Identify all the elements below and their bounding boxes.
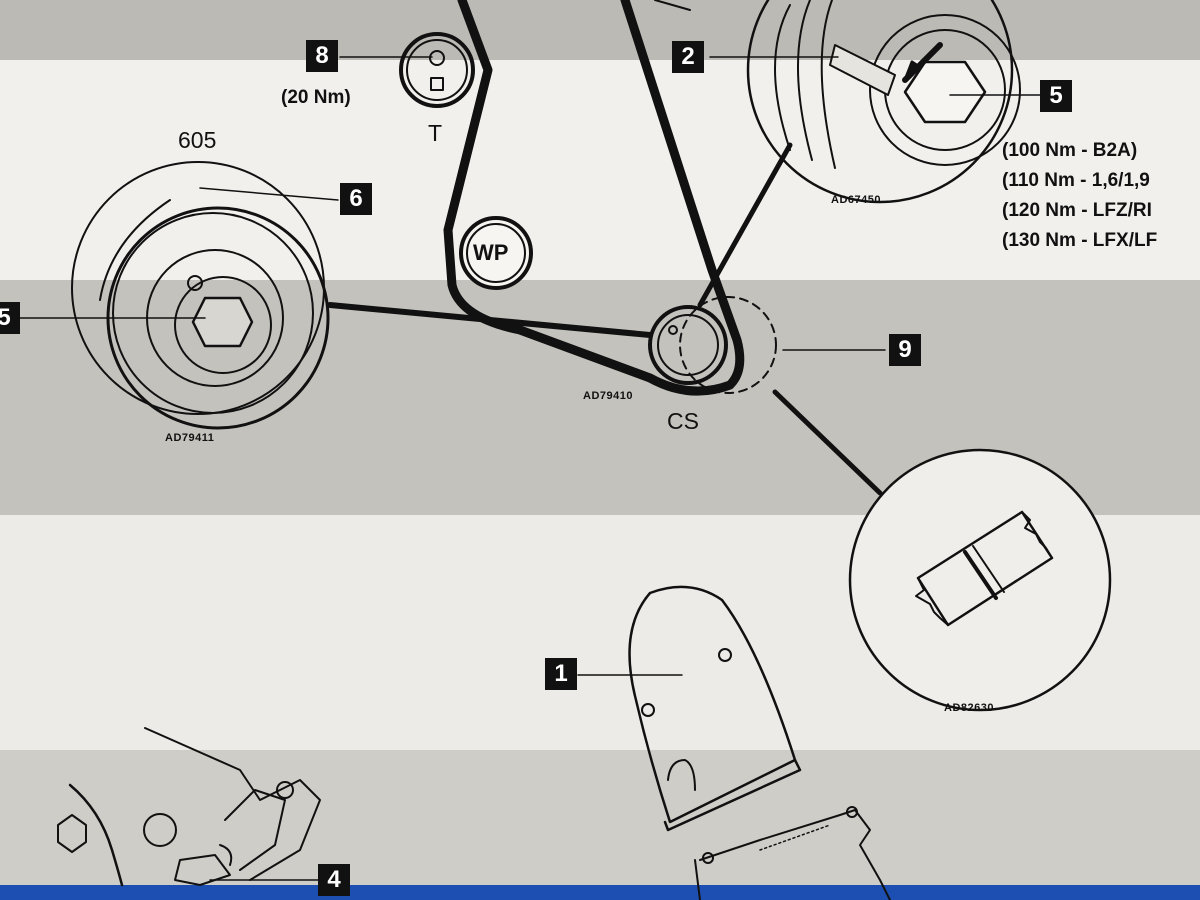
crankshaft-label: CS — [667, 408, 699, 434]
tensioner-torque-label: (20 Nm) — [281, 87, 351, 108]
torque-spec-item: (100 Nm - B2A) — [1002, 140, 1138, 161]
timing-cover — [628, 585, 802, 832]
torque-spec-list: (100 Nm - B2A) (110 Nm - 1,6/1,9 (120 Nm… — [1002, 136, 1157, 256]
camshaft-pulley — [746, 0, 1021, 204]
callout-4: 4 — [318, 864, 350, 896]
callout-5-right: 5 — [1040, 80, 1072, 112]
belt-line-cam — [697, 142, 793, 308]
figure-code-detail: AD82630 — [944, 702, 994, 714]
crankshaft-pulley — [648, 296, 777, 394]
engine-bracket-fragment — [57, 727, 321, 887]
figure-code-left: AD79411 — [165, 432, 215, 444]
tensioner-label: T — [428, 120, 443, 146]
callout-1: 1 — [545, 658, 577, 690]
water-pump-pulley — [459, 216, 533, 290]
figure-code-cam: AD67450 — [831, 194, 881, 206]
figure-code-crank: AD79410 — [583, 390, 633, 402]
detail-connector — [772, 389, 883, 496]
auxiliary-pulley — [71, 161, 330, 430]
callout-2: 2 — [672, 41, 704, 73]
screen-edge-strip — [0, 885, 1200, 900]
callout-8: 8 — [306, 40, 338, 72]
background-band-top — [0, 0, 1200, 60]
callout-9: 9 — [889, 334, 921, 366]
timing-belt — [443, 0, 745, 396]
torque-spec-item: (110 Nm - 1,6/1,9 — [1002, 170, 1150, 191]
tensioner-pulley — [399, 32, 475, 108]
drive-belt-left — [327, 302, 653, 338]
torque-spec-item: (130 Nm - LFX/LF — [1002, 230, 1158, 251]
pulley-605-label: 605 — [178, 127, 217, 153]
bottom-right-part — [694, 806, 891, 900]
background-band-bottom — [0, 750, 1200, 885]
top-edge-line — [654, 0, 691, 11]
water-pump-label: WP — [473, 240, 509, 265]
belt-alignment-detail — [848, 448, 1112, 712]
background-band-upper — [0, 60, 1200, 280]
torque-spec-item: (120 Nm - LFZ/RI — [1002, 200, 1152, 221]
callout-6: 6 — [340, 183, 372, 215]
callout-5-left: 5 — [0, 302, 20, 334]
